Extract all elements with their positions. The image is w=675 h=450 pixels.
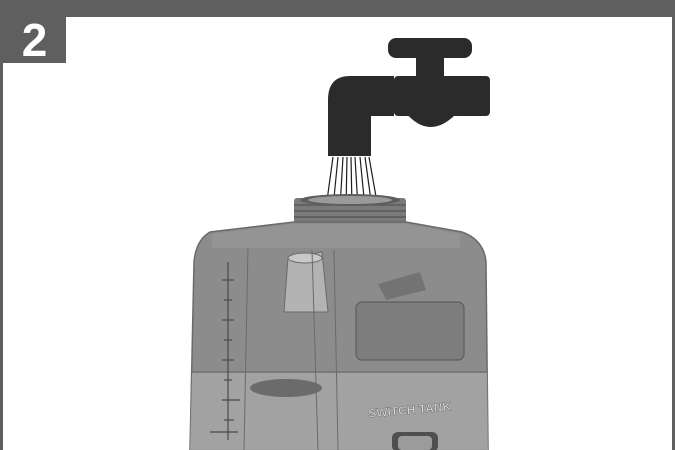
tank-icon <box>189 194 489 450</box>
panel-top-bar <box>0 0 675 17</box>
panel-right-border <box>672 0 675 450</box>
panel-left-border <box>0 0 3 450</box>
step-number-badge: 2 <box>3 17 66 63</box>
faucet-icon <box>328 38 490 156</box>
